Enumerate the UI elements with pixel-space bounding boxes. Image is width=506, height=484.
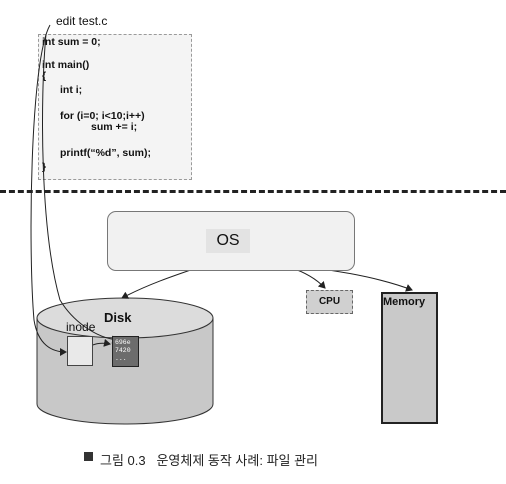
figure-caption: 그림 0.3 운영체제 동작 사례: 파일 관리 [100,453,319,468]
cpu-box [306,290,353,314]
editor-label: edit test.c [56,14,108,28]
block-hex-line: 696e [115,339,131,346]
code-line: int i; [60,84,83,96]
code-box: int sum = 0; int main() { int i; for (i=… [38,34,192,180]
editor-to-inode-arrow [30,24,67,356]
block-hex-line: ... [115,355,127,362]
cpu-label: CPU [318,296,341,307]
code-line: int main() [42,59,90,71]
data-block: 696e 7420 ... [112,336,139,367]
code-line: for (i=0; i<10;i++) [60,110,145,122]
inode-label: inode [66,320,96,334]
code-line: } [42,161,47,173]
code-line: { [42,70,47,82]
disk-label: Disk [104,310,132,325]
code-line: sum += i; [91,121,138,133]
code-line: printf(“%d”, sum); [60,147,151,159]
os-label: OS [206,229,250,253]
block-hex-line: 7420 [115,347,131,354]
editor-to-block-arrow [42,33,119,344]
memory-box [381,292,438,424]
kernel-user-separator [0,190,506,193]
memory-label: Memory [383,296,426,308]
inode-block [67,336,93,366]
caption-square-icon [84,452,93,461]
